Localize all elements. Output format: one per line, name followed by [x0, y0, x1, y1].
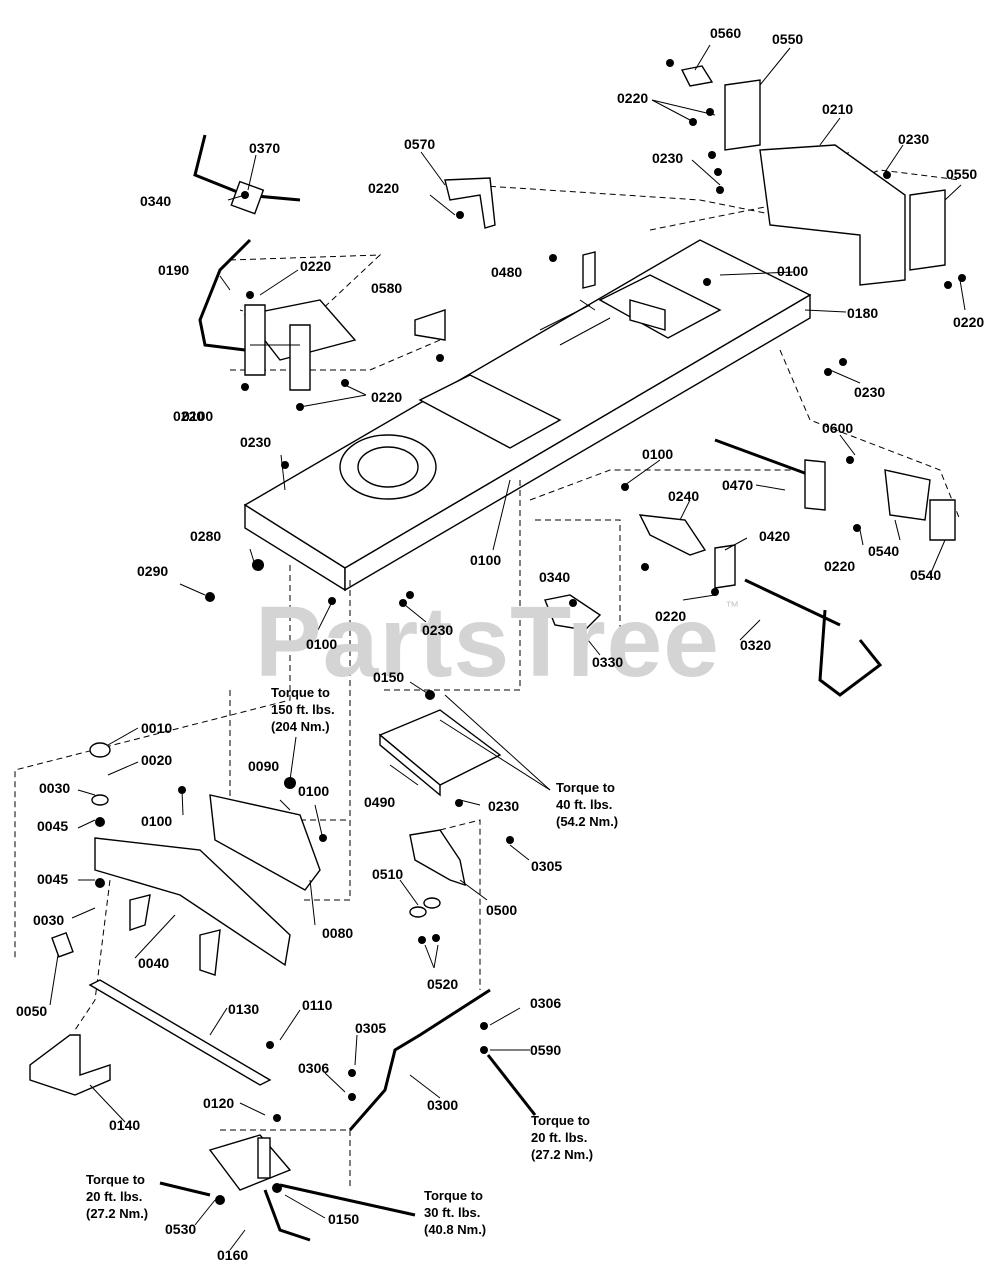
part-callout: 0090 — [248, 758, 280, 774]
part-callout: 0120 — [203, 1095, 235, 1111]
part-callout: 0160 — [217, 1247, 249, 1263]
part-callout: 0510 — [372, 866, 404, 882]
part-callout: 0370 — [249, 140, 281, 156]
part-callout: 0230 — [652, 150, 684, 166]
part-callout: 0580 — [371, 280, 403, 296]
center-bracket — [378, 709, 502, 918]
part-callout: 0530 — [165, 1221, 197, 1237]
part-callout: 0230 — [488, 798, 520, 814]
part-callout: 0540 — [910, 567, 942, 583]
torque-note-0590: Torque to 20 ft. lbs. (27.2 Nm.) — [531, 1113, 594, 1162]
part-callout: 0220 — [655, 608, 687, 624]
part-callout: 0150 — [328, 1211, 360, 1227]
part-callout: 0020 — [141, 752, 173, 768]
part-callout: 0130 — [228, 1001, 260, 1017]
torque-note-0150-lower: Torque to 30 ft. lbs. (40.8 Nm.) — [424, 1188, 487, 1237]
part-callout: 0230 — [898, 131, 930, 147]
part-callout: 0230 — [240, 434, 272, 450]
steering-linkage — [544, 438, 956, 697]
right-brackets — [414, 65, 946, 341]
part-callout: 0100 — [642, 446, 674, 462]
part-callout: 0590 — [530, 1042, 562, 1058]
part-callout: 0600 — [822, 420, 854, 436]
part-callout: 0100 — [470, 552, 502, 568]
main-frame-0180 — [243, 239, 812, 592]
part-callout: 0520 — [427, 976, 459, 992]
part-callout: 0045 — [37, 818, 69, 834]
part-callout: 0340 — [140, 193, 172, 209]
part-callout: 0480 — [491, 264, 523, 280]
part-callout: 0540 — [868, 543, 900, 559]
part-callout: 0110 — [302, 997, 333, 1013]
part-callout: 0290 — [137, 563, 169, 579]
part-callout: 0280 — [190, 528, 222, 544]
part-callout: 0306 — [298, 1060, 330, 1076]
fasteners — [95, 59, 966, 1205]
part-callout: 0300 — [427, 1097, 459, 1113]
part-callout: 0490 — [364, 794, 396, 810]
part-callout: 0230 — [422, 622, 454, 638]
part-callout: 0220 — [173, 408, 205, 424]
part-callout: 0220 — [953, 314, 985, 330]
part-callout: 0500 — [486, 902, 518, 918]
part-callout: 0470 — [722, 477, 754, 493]
part-callout: 0190 — [158, 262, 190, 278]
part-callout: 0240 — [668, 488, 700, 504]
part-callout: 0050 — [16, 1003, 48, 1019]
part-callout: 0040 — [138, 955, 170, 971]
part-callout: 0320 — [740, 637, 772, 653]
part-callout: 0100 — [182, 408, 214, 424]
part-callout: 0230 — [854, 384, 886, 400]
torque-note-0530: Torque to 20 ft. lbs. (27.2 Nm.) — [86, 1172, 149, 1221]
part-callout: 0140 — [109, 1117, 141, 1133]
pedal-assembly — [193, 134, 357, 391]
part-callout: 0570 — [404, 136, 436, 152]
part-callout: 0100 — [777, 263, 809, 279]
part-callout: 0220 — [300, 258, 332, 274]
torque-note-0090: Torque to 150 ft. lbs. (204 Nm.) — [271, 685, 335, 734]
part-callout: 0560 — [710, 25, 742, 41]
part-callout: 0030 — [39, 780, 71, 796]
part-callout: 0100 — [141, 813, 173, 829]
leader-lines — [49, 44, 966, 1251]
part-callout: 0080 — [322, 925, 354, 941]
watermark-trademark: ™ — [725, 598, 739, 614]
spindles-and-rods — [29, 979, 491, 1242]
part-callout: 0220 — [368, 180, 400, 196]
part-callout: 0220 — [617, 90, 649, 106]
part-callout: 0550 — [772, 31, 804, 47]
part-callout: 0220 — [824, 558, 856, 574]
part-callout: 0210 — [822, 101, 854, 117]
part-callout: 0030 — [33, 912, 65, 928]
part-callout: 0045 — [37, 871, 69, 887]
part-callout: 0100 — [298, 783, 330, 799]
part-callout: 0220 — [371, 389, 403, 405]
front-axle — [51, 742, 321, 976]
part-callout: 0180 — [847, 305, 879, 321]
torque-note-0150: Torque to 40 ft. lbs. (54.2 Nm.) — [556, 780, 619, 829]
watermark-logo: PartsTree — [255, 586, 720, 698]
part-callout: 0305 — [355, 1020, 387, 1036]
assembly-guides — [14, 149, 961, 1190]
part-callout: 0340 — [539, 569, 571, 585]
part-callout: 0550 — [946, 166, 978, 182]
part-callout: 0420 — [759, 528, 791, 544]
part-callout: 0306 — [530, 995, 562, 1011]
part-callout: 0150 — [373, 669, 405, 685]
part-callout: 0330 — [592, 654, 624, 670]
part-callout: 0305 — [531, 858, 563, 874]
part-callout: 0010 — [141, 720, 173, 736]
part-callout: 0100 — [306, 636, 338, 652]
